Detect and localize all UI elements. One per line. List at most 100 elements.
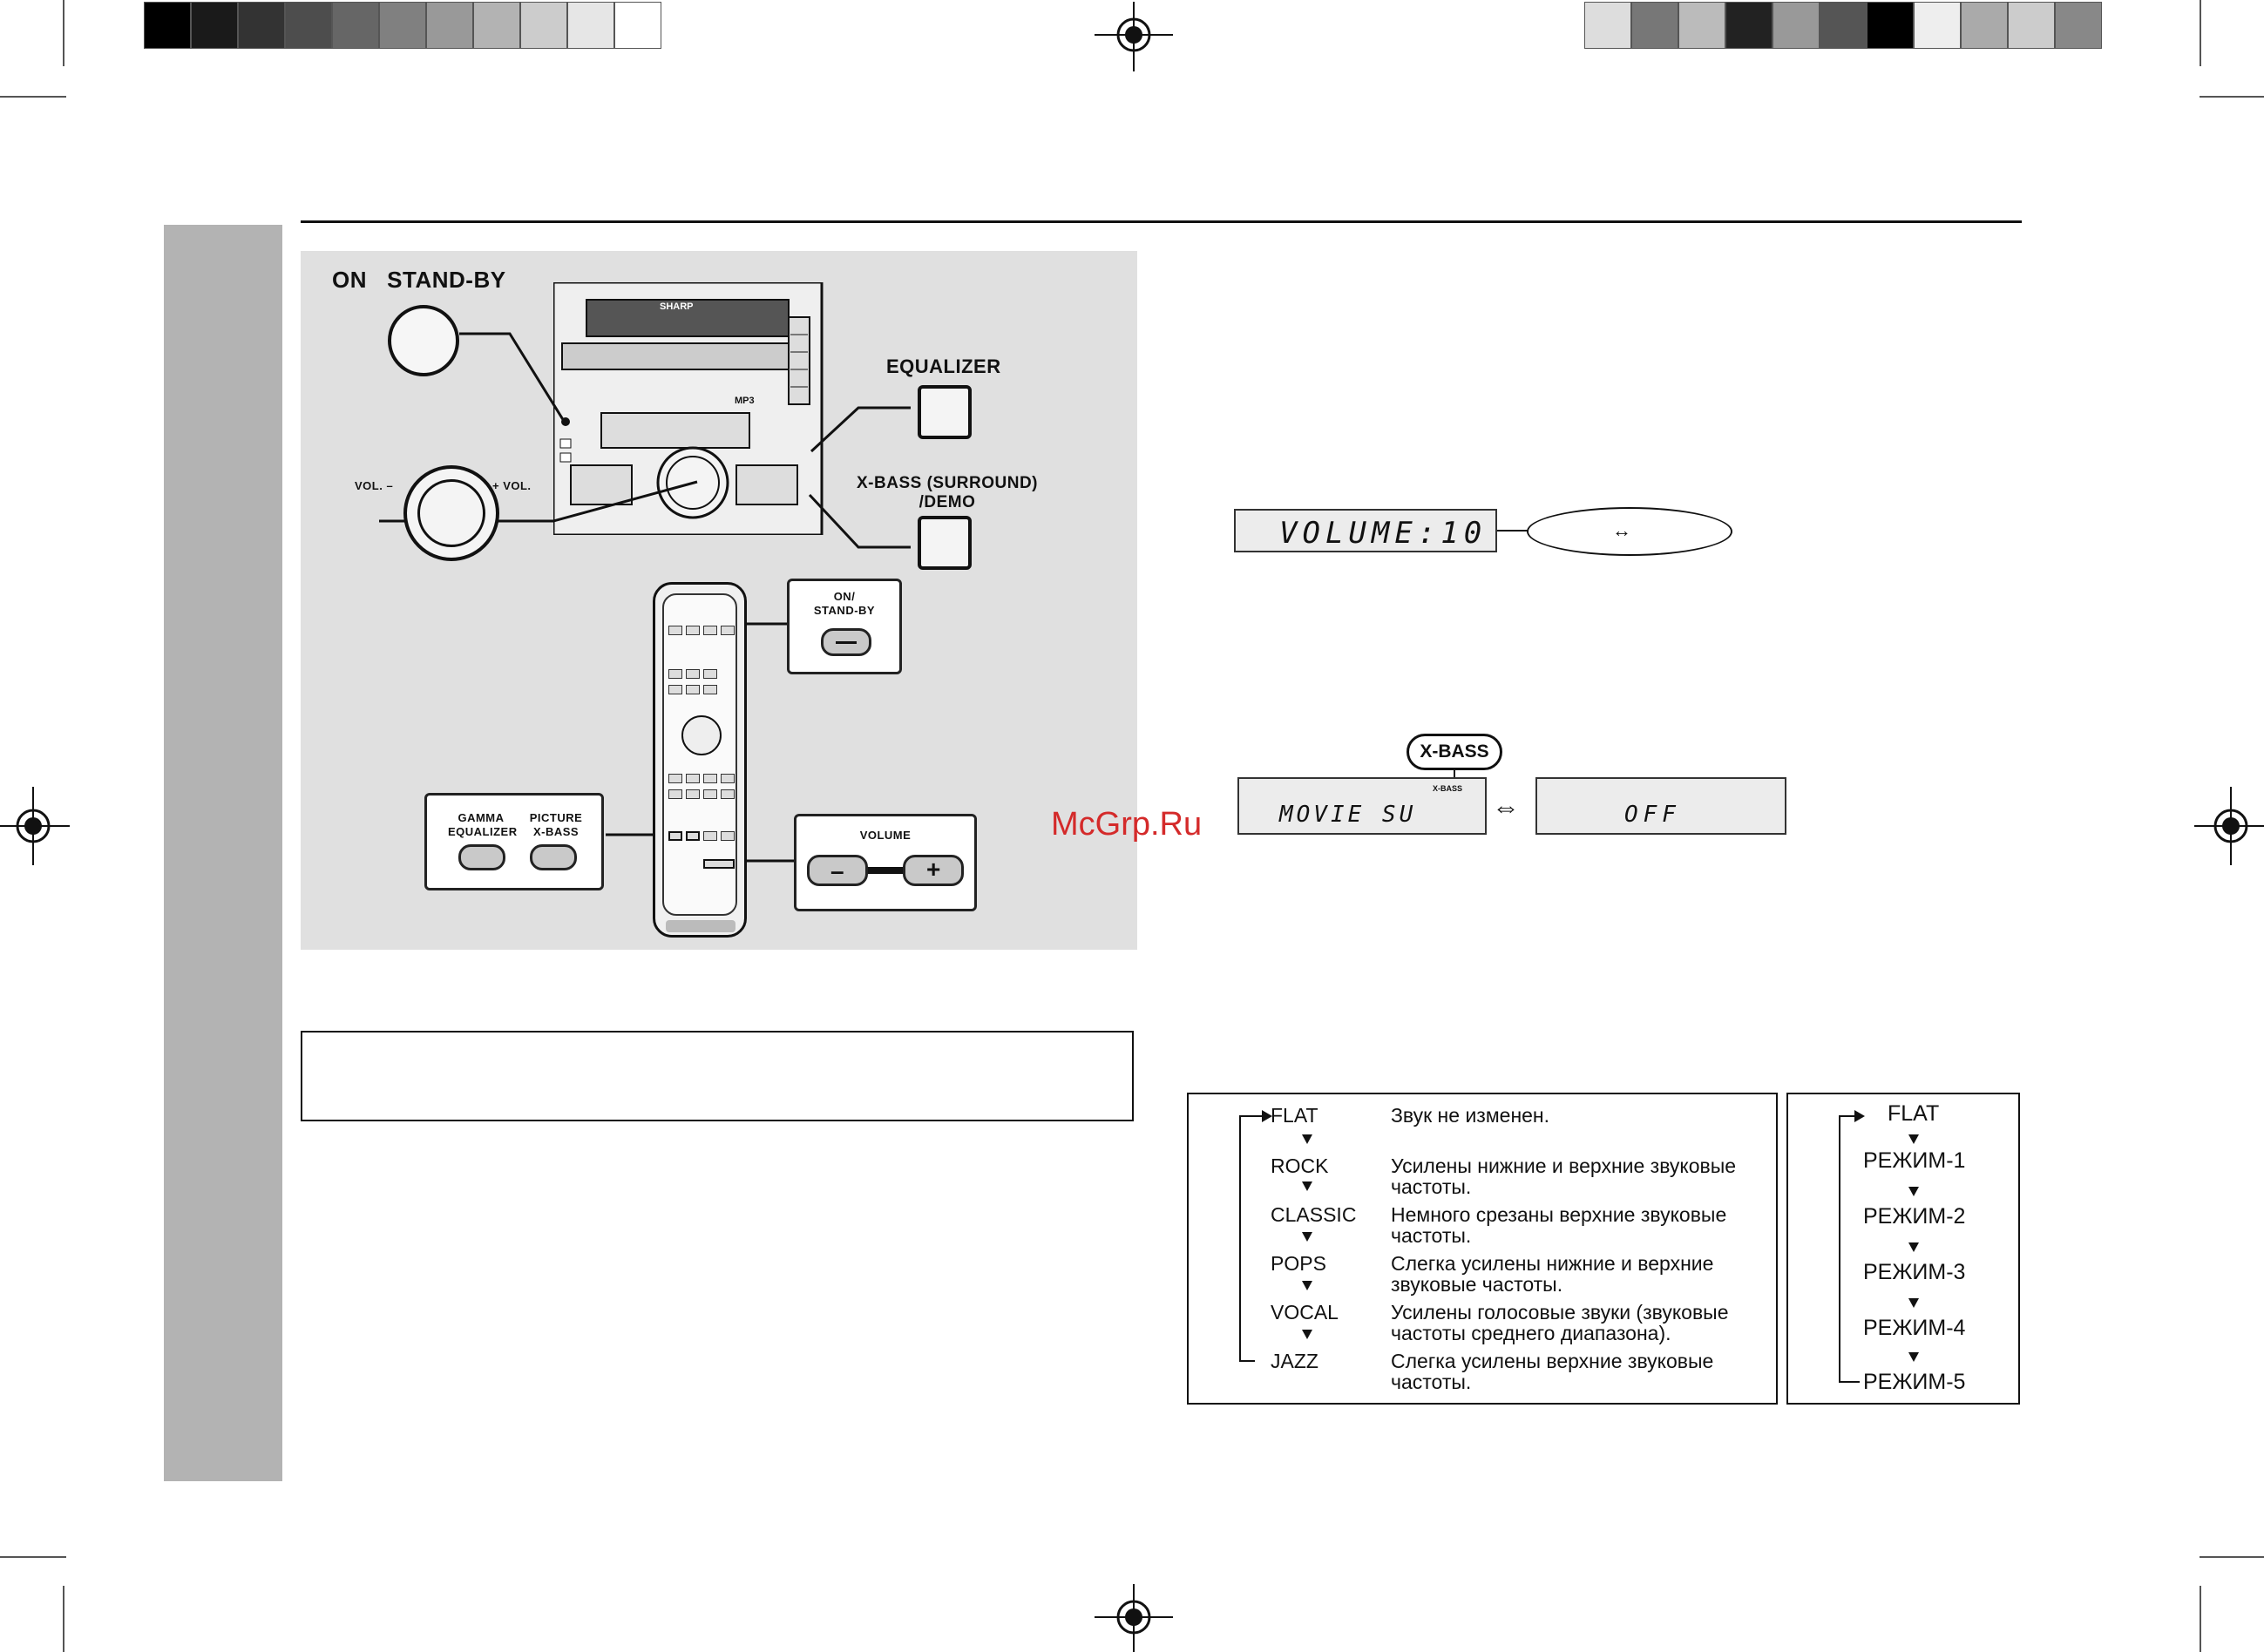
down-arrow-icon xyxy=(1302,1134,1312,1144)
gamma-picture-callout: GAMMA EQUALIZER PICTURE X-BASS xyxy=(424,793,604,890)
remote-key xyxy=(703,669,717,679)
remote-key xyxy=(668,831,682,841)
remote-key xyxy=(686,685,700,694)
remote-key xyxy=(686,831,700,841)
picture-xbass-button[interactable] xyxy=(530,844,577,870)
crop-line xyxy=(63,0,64,66)
gamma-equalizer-button[interactable] xyxy=(458,844,505,870)
loop-bracket xyxy=(1239,1360,1255,1362)
remote-control xyxy=(653,582,747,938)
volume-down-button[interactable]: – xyxy=(807,855,868,886)
loop-arrowhead xyxy=(1262,1110,1272,1122)
remote-key xyxy=(686,774,700,783)
down-arrow-icon xyxy=(1908,1187,1919,1196)
eq-mode-jazz: JAZZ xyxy=(1271,1350,1318,1372)
crop-line xyxy=(2200,1556,2264,1558)
header-rule xyxy=(301,220,2022,223)
mp3-badge: MP3 xyxy=(735,396,755,406)
gamma-mode-1: РЕЖИМ-1 xyxy=(1863,1148,1966,1173)
eq-desc-pops: Слегка усилены нижние и верхние звуковые… xyxy=(1391,1252,1714,1296)
volume-callout-link xyxy=(1497,530,1529,531)
remote-key xyxy=(686,626,700,635)
down-arrow-icon xyxy=(1908,1134,1919,1144)
registration-mark-left xyxy=(0,787,70,865)
crop-line xyxy=(2200,96,2264,98)
remote-key xyxy=(721,831,735,841)
picture-line2: X-BASS xyxy=(532,825,580,838)
remote-power-callout: ON/ STAND-BY xyxy=(787,579,902,674)
controls-illustration: ON STAND-BY SHARP MP3 VOL. – + VOL. EQUA… xyxy=(301,251,1137,950)
grayscale-bar-left xyxy=(144,2,661,49)
note-box xyxy=(301,1031,1134,1121)
xbass-badge: X-BASS xyxy=(1407,734,1502,770)
eq-mode-classic: CLASSIC xyxy=(1271,1203,1357,1226)
remote-key xyxy=(703,789,717,799)
remote-key xyxy=(703,831,717,841)
equalizer-button[interactable] xyxy=(918,385,972,439)
movie-display-text: MOVIE SU xyxy=(1279,802,1417,828)
down-arrow-icon xyxy=(1302,1181,1312,1191)
gamma-mode-3: РЕЖИМ-3 xyxy=(1863,1260,1966,1284)
remote-key xyxy=(686,669,700,679)
eq-desc-jazz: Слегка усилены верхние звуковые частоты. xyxy=(1391,1350,1714,1393)
loop-bracket xyxy=(1239,1115,1271,1117)
eq-desc-vocal: Усилены голосовые звуки (звуковые частот… xyxy=(1391,1301,1729,1344)
eq-desc-classic: Немного срезаны верхние звуковые частоты… xyxy=(1391,1203,1727,1247)
movie-display: X-BASS MOVIE SU xyxy=(1237,777,1487,835)
equalizer-modes-table xyxy=(1187,1093,1778,1405)
down-arrow-icon xyxy=(1302,1281,1312,1290)
volume-callout-oval: ↔ xyxy=(1527,507,1732,556)
gamma-line2: EQUALIZER xyxy=(448,825,518,838)
remote-key xyxy=(668,669,682,679)
eq-mode-pops: POPS xyxy=(1271,1252,1326,1275)
remote-on-standby-line2: STAND-BY xyxy=(813,604,876,617)
picture-line1: PICTURE xyxy=(529,811,583,824)
down-arrow-icon xyxy=(1302,1232,1312,1242)
down-arrow-icon xyxy=(1908,1352,1919,1362)
watermark: McGrp.Ru xyxy=(1051,806,1203,843)
crop-line xyxy=(2200,1586,2201,1652)
remote-key xyxy=(703,685,717,694)
remote-key xyxy=(668,774,682,783)
toggle-arrow-icon: ⇔ xyxy=(1492,791,1520,823)
crop-line xyxy=(63,1586,64,1652)
volume-up-button[interactable]: + xyxy=(903,855,964,886)
eq-desc-flat: Звук не изменен. xyxy=(1391,1104,1550,1127)
volume-display: VOLUME:10 xyxy=(1234,509,1497,552)
xbass-demo-button[interactable] xyxy=(918,516,972,570)
gamma-mode-2: РЕЖИМ-2 xyxy=(1863,1204,1966,1229)
off-display-text: OFF xyxy=(1624,802,1681,828)
equalizer-label: EQUALIZER xyxy=(886,355,1001,377)
crop-line xyxy=(0,1556,66,1558)
remote-key xyxy=(668,626,682,635)
loop-bracket xyxy=(1839,1115,1861,1117)
grayscale-bar-right xyxy=(1584,2,2102,49)
brand-logo: SHARP xyxy=(660,301,694,312)
gamma-mode-5: РЕЖИМ-5 xyxy=(1863,1370,1966,1394)
remote-on-standby-line1: ON/ xyxy=(833,590,856,603)
vol-minus-label: VOL. – xyxy=(355,479,394,492)
off-display: OFF xyxy=(1535,777,1786,835)
remote-power-button[interactable] xyxy=(821,628,871,656)
volume-label: VOLUME xyxy=(859,829,912,842)
remote-key xyxy=(703,859,735,869)
volume-knob[interactable] xyxy=(403,465,499,561)
gamma-mode-4: РЕЖИМ-4 xyxy=(1863,1316,1966,1340)
down-arrow-icon xyxy=(1302,1330,1312,1339)
registration-mark-bottom xyxy=(1095,1584,1173,1652)
eq-mode-vocal: VOCAL xyxy=(1271,1301,1339,1324)
remote-key xyxy=(686,789,700,799)
power-button[interactable] xyxy=(388,305,459,376)
gamma-mode-flat: FLAT xyxy=(1888,1101,1940,1126)
remote-key xyxy=(721,626,735,635)
crop-line xyxy=(2200,0,2201,66)
loop-bracket xyxy=(1839,1115,1840,1382)
eq-desc-rock: Усилены нижние и верхние звуковые частот… xyxy=(1391,1154,1737,1198)
remote-key xyxy=(721,774,735,783)
eq-mode-flat: FLAT xyxy=(1271,1104,1318,1127)
vol-plus-label: + VOL. xyxy=(492,479,532,492)
down-arrow-icon xyxy=(1908,1242,1919,1252)
remote-key xyxy=(668,685,682,694)
registration-mark-top xyxy=(1095,2,1173,71)
remote-key xyxy=(668,789,682,799)
